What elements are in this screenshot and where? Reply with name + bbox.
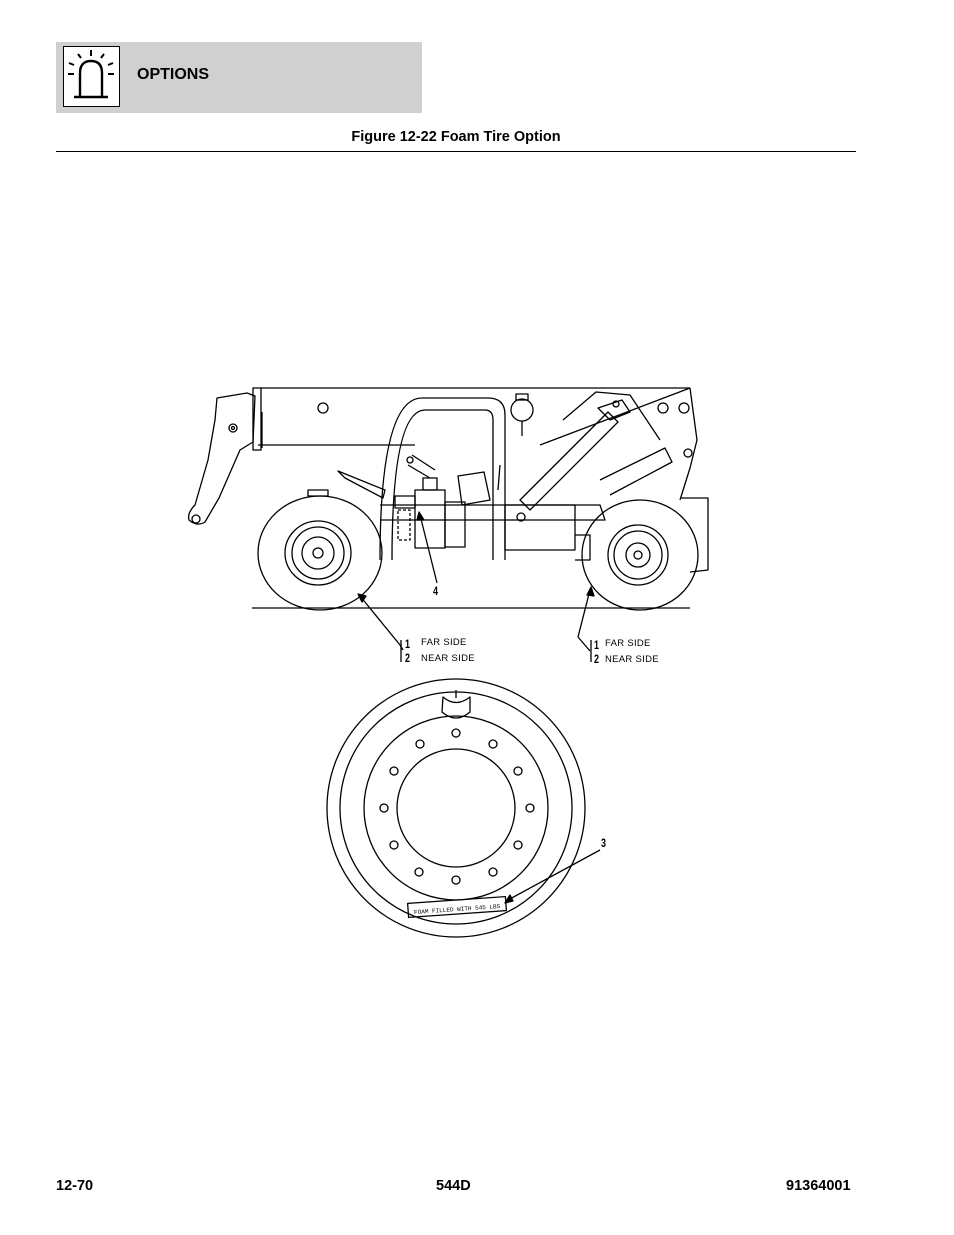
model-number: 544D xyxy=(436,1178,471,1194)
callout-2-right: 2 xyxy=(594,652,600,666)
callout-4: 4 xyxy=(433,584,439,598)
near-side-label-right: NEAR SIDE xyxy=(605,654,659,665)
callout-2-left: 2 xyxy=(405,651,411,665)
callout-3: 3 xyxy=(601,836,607,850)
far-side-label-right: FAR SIDE xyxy=(605,638,651,649)
far-side-label-left: FAR SIDE xyxy=(421,637,467,648)
document-number: 91364001 xyxy=(786,1178,851,1194)
figure-title: Figure 12-22 Foam Tire Option xyxy=(351,129,561,145)
section-header: OPTIONS xyxy=(56,42,422,113)
page-number: 12-70 xyxy=(56,1178,94,1194)
near-side-label-left: NEAR SIDE xyxy=(421,653,475,664)
wheel-bolt-holes xyxy=(379,728,535,885)
callout-1-left: 1 xyxy=(405,637,411,651)
callout-1-right: 1 xyxy=(594,638,600,652)
section-title: OPTIONS xyxy=(137,66,210,83)
options-light-icon xyxy=(63,46,120,107)
header-rule xyxy=(56,151,856,152)
